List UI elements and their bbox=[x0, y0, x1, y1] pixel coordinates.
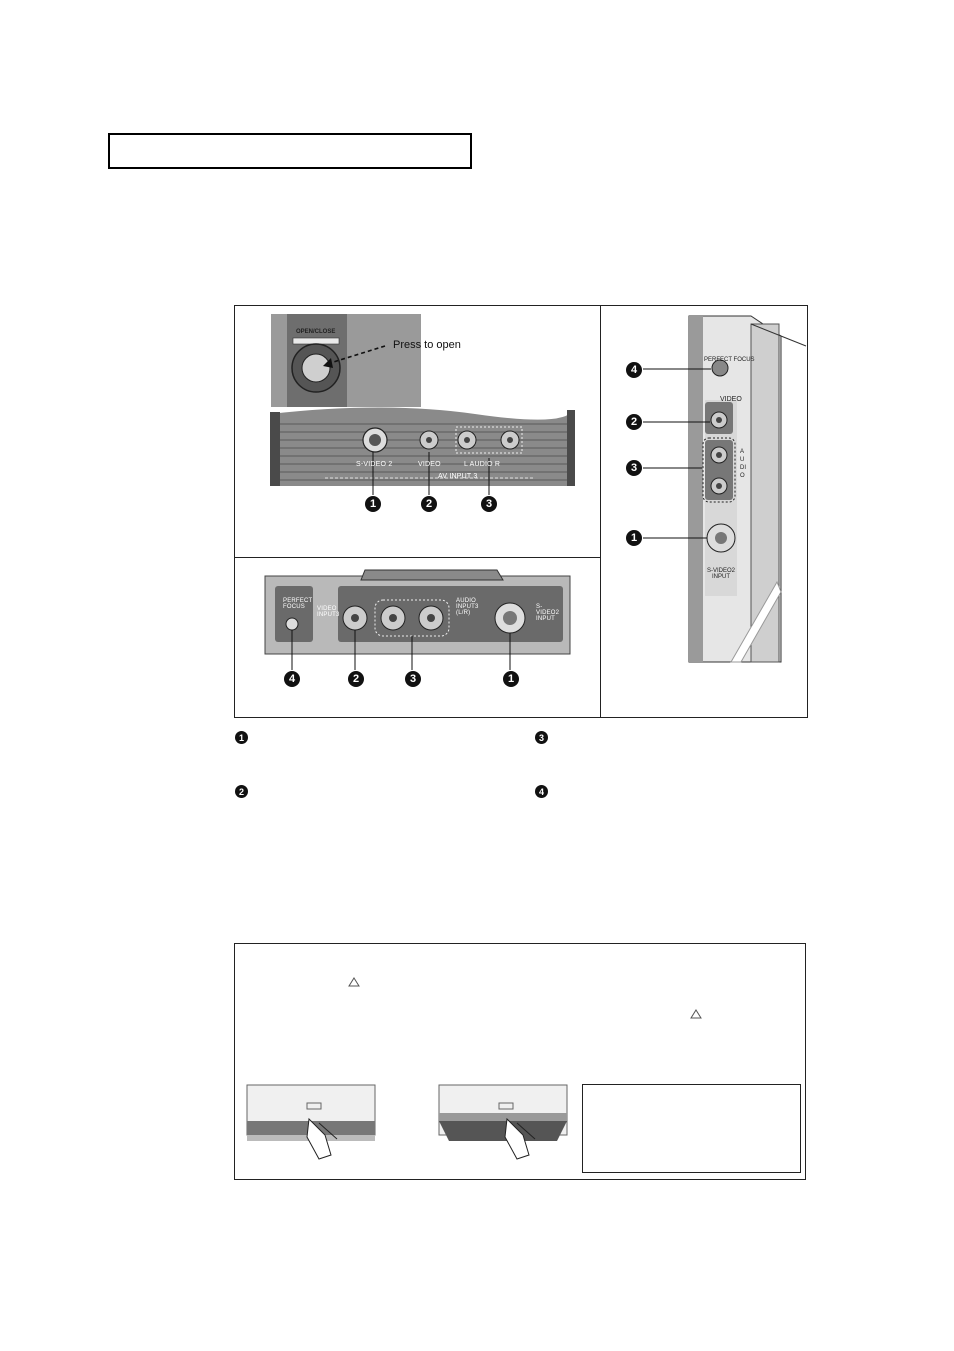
callout-2-side: 2 bbox=[626, 414, 642, 430]
legend-marker-3: 3 bbox=[535, 731, 548, 744]
callout-2-front: 2 bbox=[421, 496, 437, 512]
triangle-icon bbox=[690, 1009, 702, 1019]
figure-horizontal-divider bbox=[234, 557, 600, 558]
bottom-audio-input-label: AUDIO INPUT3 (L/R) bbox=[456, 598, 479, 616]
side-perfect-focus-label: PERFECT FOCUS bbox=[704, 357, 755, 363]
legend-marker-2: 2 bbox=[235, 785, 248, 798]
callout-3-bottom: 3 bbox=[405, 671, 421, 687]
door-open-illustration bbox=[438, 1084, 568, 1160]
audio-lr-label: L AUDIO R bbox=[464, 461, 501, 468]
open-close-button bbox=[301, 353, 331, 383]
side-svideo-input-label: S-VIDEO2 INPUT bbox=[706, 568, 735, 580]
bottom-svideo-input-label: S-VIDEO2 INPUT bbox=[536, 604, 560, 622]
press-arrow bbox=[326, 345, 386, 365]
connector-figure-frame bbox=[234, 305, 808, 718]
bottom-perfect-focus-label: PERFECT FOCUS bbox=[283, 598, 313, 610]
front-panel-body bbox=[270, 407, 573, 486]
figure-vertical-divider bbox=[600, 305, 601, 718]
section-title-box bbox=[108, 133, 472, 169]
note-box bbox=[234, 943, 806, 1180]
side-panel-illustration bbox=[643, 315, 807, 663]
door-closed-illustration bbox=[246, 1084, 376, 1160]
callout-1-side: 1 bbox=[626, 530, 642, 546]
note-inner-box bbox=[582, 1084, 801, 1173]
side-video-label: VIDEO bbox=[720, 396, 742, 403]
legend-marker-4: 4 bbox=[535, 785, 548, 798]
callout-2-bottom: 2 bbox=[348, 671, 364, 687]
open-close-label: OPEN/CLOSE bbox=[296, 329, 336, 335]
svideo2-label: S-VIDEO 2 bbox=[356, 461, 393, 468]
bottom-panel-illustration bbox=[264, 569, 571, 670]
callout-1-bottom: 1 bbox=[503, 671, 519, 687]
legend-marker-1: 1 bbox=[235, 731, 248, 744]
callout-4-bottom: 4 bbox=[284, 671, 300, 687]
video-label: VIDEO bbox=[418, 461, 441, 468]
callout-3-front: 3 bbox=[481, 496, 497, 512]
side-perfect-focus-button bbox=[711, 359, 729, 377]
press-to-open-label: Press to open bbox=[393, 339, 461, 351]
front-panel-illustration bbox=[270, 314, 575, 495]
callout-4-side: 4 bbox=[626, 362, 642, 378]
bottom-video-input-label: VIDEO INPUT3 bbox=[317, 606, 340, 618]
callout-1-front: 1 bbox=[365, 496, 381, 512]
side-audio-label: AUDIO bbox=[740, 449, 746, 479]
callout-3-side: 3 bbox=[626, 460, 642, 476]
triangle-icon bbox=[348, 977, 360, 987]
av-input3-label: AV INPUT 3 bbox=[438, 473, 478, 480]
